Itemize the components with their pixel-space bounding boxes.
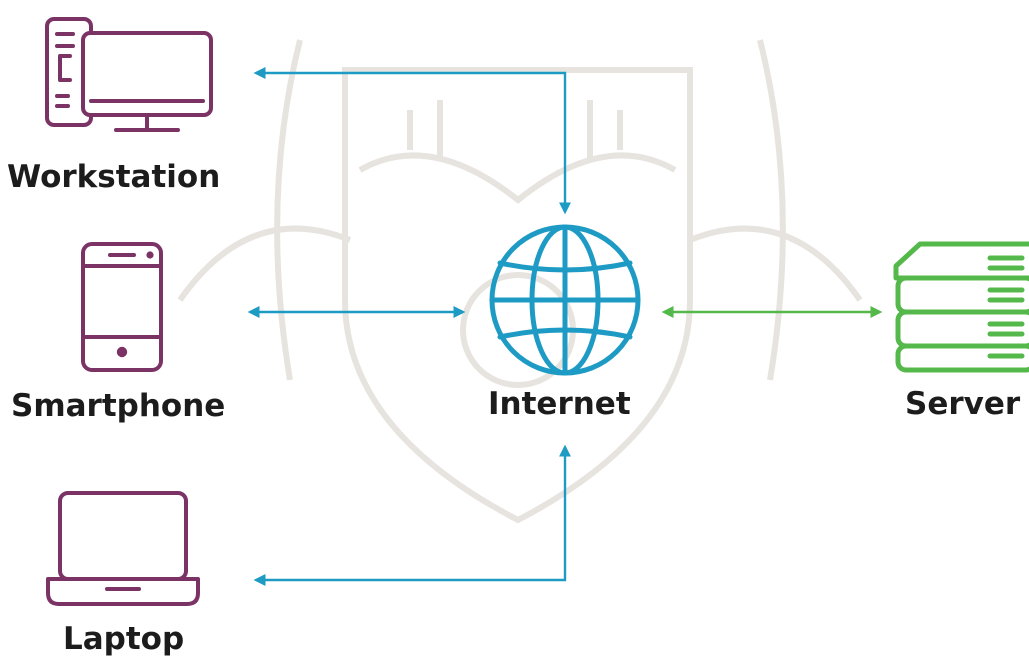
smartphone-label: Smartphone: [11, 388, 226, 424]
workstation-label: Workstation: [7, 159, 221, 195]
laptop-icon: [46, 491, 200, 606]
connections: [247, 67, 883, 586]
server-label: Server: [905, 386, 1021, 422]
smartphone-icon: [81, 242, 163, 372]
link-laptop-internet: [253, 444, 571, 586]
laptop-label: Laptop: [63, 621, 185, 657]
internet-label: Internet: [488, 386, 631, 422]
globe-icon: [489, 224, 641, 376]
watermark-crest: [177, 39, 863, 524]
server-icon: [893, 241, 1029, 373]
workstation-icon: [45, 17, 213, 132]
link-workstation-internet: [253, 67, 571, 215]
